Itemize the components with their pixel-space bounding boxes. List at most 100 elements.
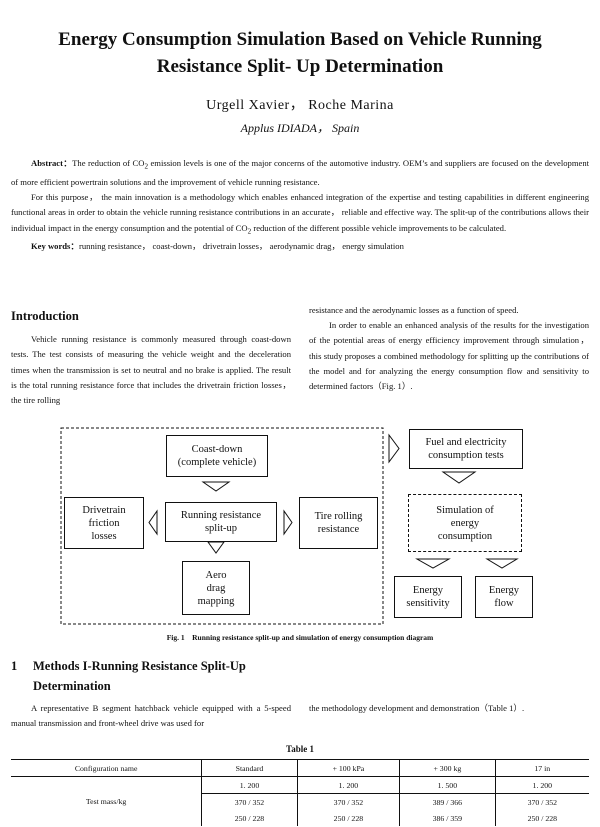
abstract-paragraph-2: For this purpose， the main innovation is… (11, 190, 589, 239)
table-cell (11, 810, 202, 826)
table-cell: 1. 200 (494, 776, 589, 794)
split-up-box: Running resistance split-up (165, 502, 277, 542)
table-cell: 250 / 228 (296, 810, 400, 826)
keywords: Key words：running resistance， coast-down… (11, 239, 589, 254)
keywords-label: Key words： (31, 241, 79, 252)
table-cell: 250 / 228 (494, 810, 589, 826)
table-1: Configuration name Standard + 100 kPa + … (11, 759, 589, 826)
abstract: Abstract：The reduction of CO2 emission l… (11, 156, 589, 255)
header-300kg: + 300 kg (399, 759, 496, 777)
intro-left-paragraph: Vehicle running resistance is commonly m… (11, 334, 291, 406)
table-row: 1. 200 1. 200 1. 500 1. 200 (11, 776, 589, 794)
table-cell: Test mass/kg (85, 797, 127, 807)
table-row: 250 / 228 250 / 228 386 / 359 250 / 228 (11, 810, 589, 826)
sim-label-1: Simulation of (436, 504, 494, 516)
drivetrain-label-2: friction (88, 517, 120, 529)
split-up-label-2: split-up (204, 523, 238, 534)
header-17in: 17 in (494, 759, 589, 777)
section-title-2: Determination (33, 679, 111, 693)
aero-label-2: drag (206, 582, 226, 594)
tire-label-2: resistance (317, 524, 360, 535)
paper-title: Energy Consumption Simulation Based on V… (0, 26, 600, 80)
header-100kpa: + 100 kPa (296, 759, 400, 777)
flow-label-1: Energy (488, 585, 520, 596)
fuel-label-2: consumption tests (428, 450, 504, 461)
table-cell: 1. 200 (201, 776, 298, 794)
section-1-heading: 1 Methods I-Running Resistance Split-Up D… (11, 656, 246, 696)
table-cell: 1. 500 (399, 776, 496, 794)
sim-label-3: consumption (437, 530, 493, 542)
arrow-down-2 (207, 541, 225, 554)
energy-flow-box: Energy flow (475, 576, 533, 618)
fuel-label-1: Fuel and electricity (425, 437, 507, 448)
title-line-2: Resistance Split- Up Determination (156, 56, 444, 77)
aero-label-3: mapping (197, 595, 235, 607)
fuel-electricity-box: Fuel and electricity consumption tests (409, 429, 523, 469)
table-caption: Table 1 (286, 744, 314, 754)
intro-right-column: resistance and the aerodynamic losses as… (309, 303, 589, 408)
sim-label-2: energy (450, 517, 480, 529)
affiliation: Applus IDIADA， Spain (240, 121, 360, 135)
drivetrain-label-1: Drivetrain (82, 504, 126, 516)
figure-connectors (60, 427, 519, 625)
intro-right-paragraph-2: In order to enable an enhanced analysis … (309, 320, 589, 392)
section-1-right-text: the methodology development and demonstr… (309, 703, 525, 713)
table-cell: 370 / 352 (296, 793, 400, 810)
table-row: Test mass/kg 370 / 352 370 / 352 389 / 3… (11, 793, 589, 810)
abstract-sub-2: 2 (247, 227, 252, 236)
arrow-right-2 (388, 433, 400, 464)
section-number: 1 (11, 659, 18, 673)
abstract-paragraph-1: Abstract：The reduction of CO2 emission l… (11, 156, 589, 190)
aero-label-1: Aero (205, 569, 227, 581)
header-standard: Standard (201, 759, 298, 777)
figure-caption: Fig. 1 Running resistance split-up and s… (166, 633, 434, 642)
arrow-down-1 (201, 481, 231, 492)
energy-sensitivity-box: Energy sensitivity (394, 576, 462, 618)
authors: Urgell Xavier， Roche Marina (206, 98, 394, 113)
section-title-1: Methods I-Running Resistance Split-Up (33, 659, 246, 673)
header-config: Configuration name (74, 763, 138, 773)
table-cell: 250 / 228 (201, 810, 298, 826)
sensitivity-label-1: Energy (412, 585, 444, 596)
keywords-text: running resistance， coast-down， drivetra… (78, 241, 404, 252)
abstract-text-1b: emission levels is one of the major conc… (11, 158, 589, 187)
abstract-sub-1: 2 (144, 162, 149, 171)
tire-label-1: Tire rolling (314, 511, 363, 522)
split-up-label-1: Running resistance (180, 510, 262, 521)
table-header-row: Configuration name Standard + 100 kPa + … (11, 759, 589, 777)
table-cell: 370 / 352 (494, 793, 589, 810)
coast-down-sublabel: (complete vehicle) (177, 457, 257, 468)
title-line-1: Energy Consumption Simulation Based on V… (58, 29, 542, 50)
arrow-down-4 (415, 558, 451, 569)
tire-rolling-box: Tire rolling resistance (299, 497, 378, 549)
abstract-label: Abstract： (31, 158, 73, 168)
table-cell: 370 / 352 (201, 793, 298, 810)
arrow-right-1 (283, 509, 293, 536)
abstract-text-2a: For this purpose， the main innovation is… (11, 192, 589, 233)
table-cell: 386 / 359 (399, 810, 496, 826)
drivetrain-label-3: losses (91, 530, 117, 542)
arrow-down-3 (441, 471, 477, 484)
arrow-down-5 (485, 558, 519, 569)
coast-down-label: Coast-down (191, 444, 243, 455)
table-cell: 389 / 366 (399, 793, 496, 810)
left-dashed-frame (60, 427, 384, 625)
intro-heading: Introduction (11, 309, 79, 323)
table-cell: 1. 200 (296, 776, 400, 794)
sensitivity-label-2: sensitivity (406, 598, 450, 609)
intro-right-paragraph-1: resistance and the aerodynamic losses as… (309, 305, 519, 315)
section-1-body: A representative B segment hatchback veh… (11, 701, 589, 731)
table-cell (11, 776, 202, 794)
intro-left-column: Introduction Vehicle running resistance … (11, 303, 291, 408)
intro-columns: Introduction Vehicle running resistance … (11, 303, 589, 408)
abstract-text-2b: reduction of the different possible vehi… (251, 222, 507, 233)
section-1-left-text: A representative B segment hatchback veh… (11, 703, 291, 729)
flow-label-2: flow (494, 598, 514, 609)
arrow-left (148, 509, 158, 536)
coast-down-box: Coast-down (complete vehicle) (166, 435, 268, 477)
abstract-text-1a: The reduction of CO (72, 158, 145, 168)
